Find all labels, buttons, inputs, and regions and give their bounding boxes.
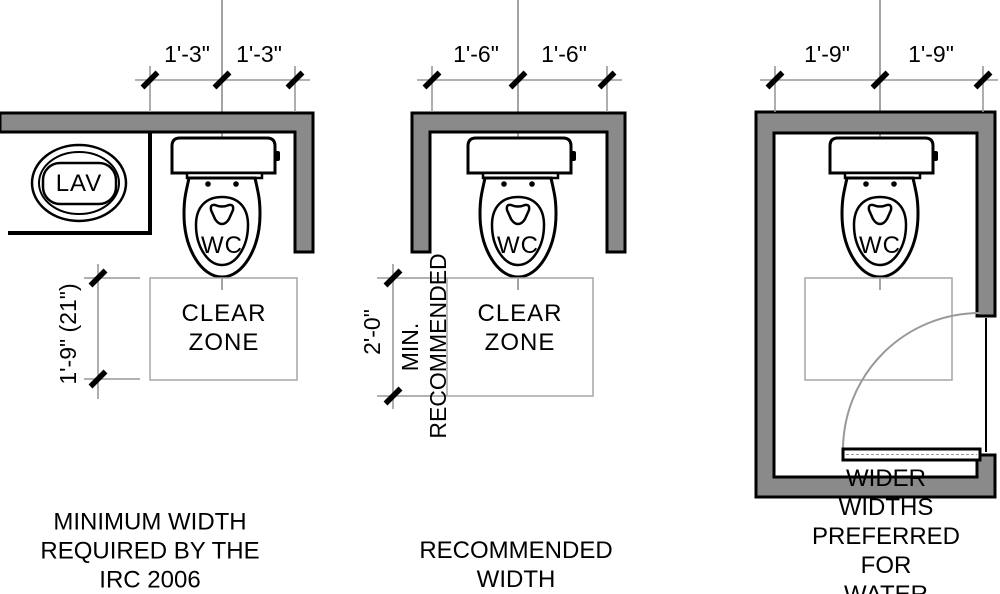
panel-minimum-drawing xyxy=(0,0,315,399)
panel-caption: WIDER WIDTHS PREFERRED FOR WATER CLOSET xyxy=(811,465,961,594)
lavatory-label: LAV xyxy=(55,170,103,197)
toilet-label: WC xyxy=(201,232,243,259)
clear-zone-label: CLEAR ZONE xyxy=(477,300,563,356)
lavatory-plan-icon xyxy=(30,143,128,223)
counter-line xyxy=(8,132,152,235)
clear-zone-outline xyxy=(446,277,594,397)
dim-label-right: 1'-6" xyxy=(541,41,587,67)
panel-wider-drawing xyxy=(754,0,998,499)
clear-zone-outline xyxy=(149,277,298,381)
panel-caption: RECOMMENDED WIDTH xyxy=(419,537,613,593)
panel-recommended-drawing xyxy=(377,0,627,409)
dim-label-right: 1'-3" xyxy=(236,41,282,67)
side-note-min: MIN. xyxy=(397,322,423,372)
panel-caption: MINIMUM WIDTH REQUIRED BY THE IRC 2006 xyxy=(40,508,260,594)
dim-label-left: 1'-6" xyxy=(453,41,499,67)
toilet-label: WC xyxy=(859,232,901,259)
wall xyxy=(754,110,997,499)
side-dim-label: 2'-0" xyxy=(359,309,385,355)
toilet-label: WC xyxy=(497,232,539,259)
wall xyxy=(410,111,627,254)
side-dim-label: 1'-9" (21") xyxy=(55,283,81,385)
dim-label-left: 1'-9" xyxy=(804,41,850,67)
dim-label-right: 1'-9" xyxy=(908,41,954,67)
dimension-lines xyxy=(377,264,447,409)
dim-label-left: 1'-3" xyxy=(164,41,210,67)
door-swing-arc xyxy=(842,312,981,451)
side-note-recommended: RECOMMENDED xyxy=(425,253,451,439)
clear-zone-label: CLEAR ZONE xyxy=(181,300,267,356)
wall xyxy=(0,111,315,254)
dimension-lines xyxy=(417,66,622,112)
dimension-lines xyxy=(760,66,998,112)
clear-zone-outline xyxy=(804,277,953,381)
